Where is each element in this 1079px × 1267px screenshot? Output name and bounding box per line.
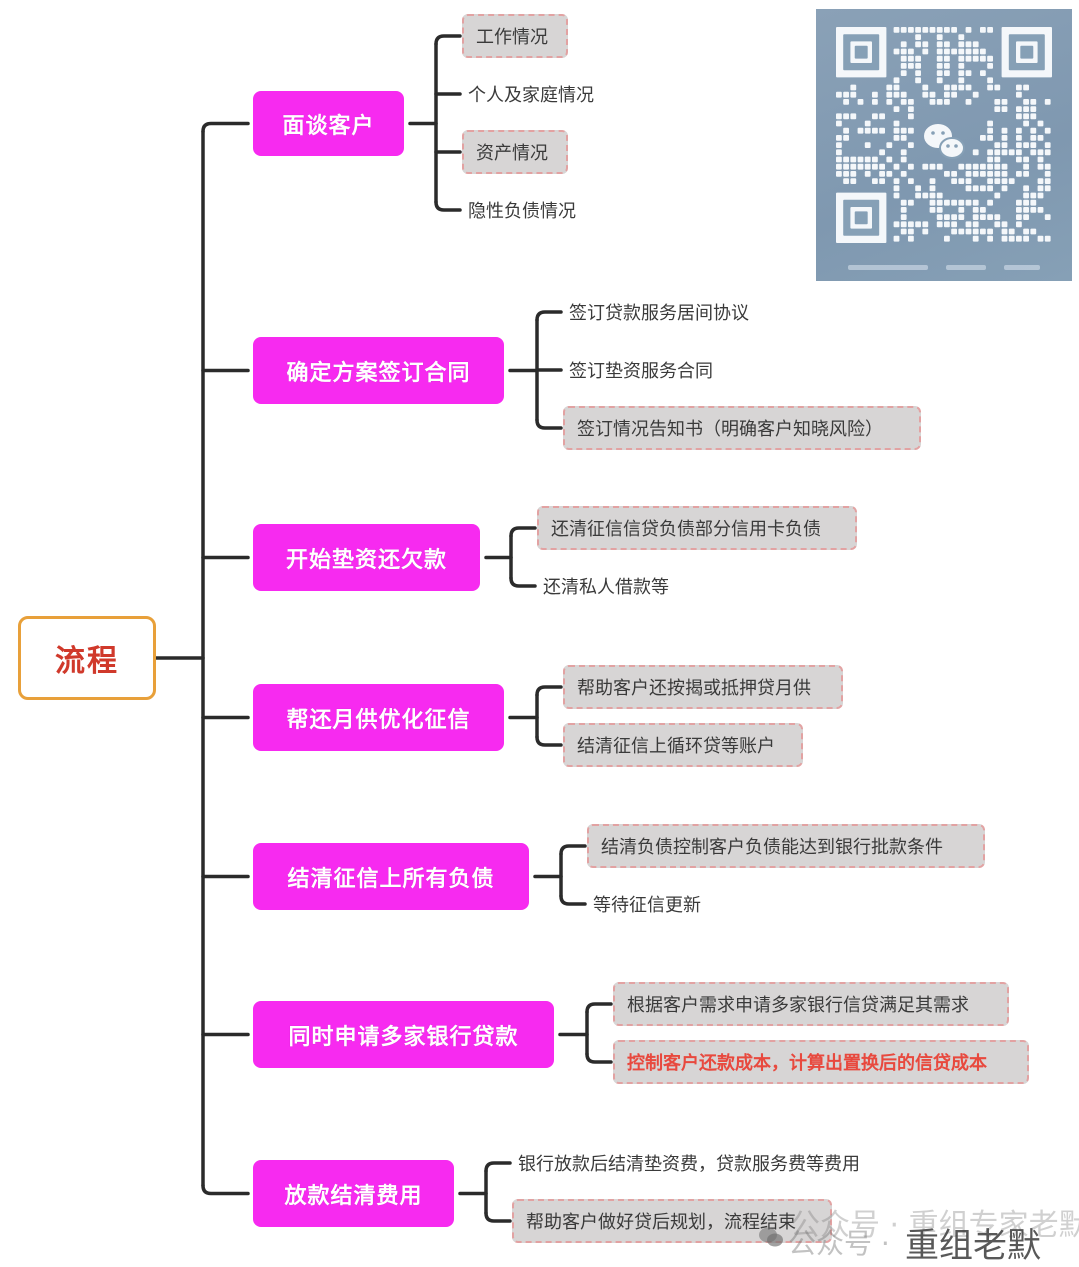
watermark-dark: 重组老默 [905,1226,1041,1266]
root-label: 流程 [55,644,119,679]
root-node: 流程 [18,616,156,700]
branch-node: 同时申请多家银行贷款 [253,1001,554,1068]
leaf-label: 帮助客户做好贷后规划，流程结束 [526,1212,796,1233]
branch-bracket-tick [559,894,587,906]
branch-node: 开始垫资还欠款 [253,524,480,591]
branch-bracket-tick [484,1161,512,1173]
leaf-node: 签订贷款服务居间协议 [563,290,783,334]
leaf-label: 根据客户需求申请多家银行信贷满足其需求 [627,995,969,1016]
leaf-label: 等待征信更新 [593,895,701,916]
leaf-node: 银行放款后结清垫资费，贷款服务费等费用 [512,1141,912,1185]
leaf-node: 隐性负债情况 [462,188,592,232]
branch-node: 结清征信上所有负债 [253,843,529,910]
branch-node: 放款结清费用 [253,1160,454,1227]
branch-bracket-tick [434,200,462,212]
branch-bracket-tick [535,685,563,697]
branch-bracket-tick [509,576,537,588]
leaf-label: 签订情况告知书（明确客户知晓风险） [577,419,883,440]
watermark-prefix: 公众号 · [788,1227,890,1260]
leaf-label: 签订贷款服务居间协议 [569,303,749,324]
leaf-label: 工作情况 [476,27,548,48]
leaf-label: 资产情况 [476,143,548,164]
watermark-light: 公众号 · 重组专家老默 [790,1208,1079,1243]
branch-bracket-tick [434,34,462,46]
trunk-tick [201,1183,250,1196]
branch-label: 面谈客户 [282,113,375,139]
leaf-node: 结清征信上循环贷等账户 [563,723,803,767]
leaf-node: 帮助客户做好贷后规划，流程结束 [512,1199,832,1243]
leaf-label: 控制客户还款成本，计算出置换后的信贷成本 [627,1053,987,1074]
leaf-node: 等待征信更新 [587,882,727,926]
qr-caption [816,265,1072,275]
branch-bracket-tick [484,1211,512,1223]
leaf-label: 签订垫资服务合同 [569,361,713,382]
branch-bracket-tick [585,1002,613,1014]
leaf-label: 结清负债控制客户负债能达到银行批款条件 [601,837,943,858]
leaf-label: 还清征信信贷负债部分信用卡负债 [551,519,821,540]
leaf-node: 还清私人借款等 [537,564,697,608]
branch-label: 开始垫资还欠款 [285,547,447,573]
branch-bracket-tick [585,1052,613,1064]
leaf-node: 根据客户需求申请多家银行信贷满足其需求 [613,982,1009,1026]
branch-label: 同时申请多家银行贷款 [288,1024,519,1050]
leaf-node: 工作情况 [462,14,568,58]
branch-label: 放款结清费用 [284,1183,423,1209]
leaf-label: 银行放款后结清垫资费，贷款服务费等费用 [518,1154,860,1175]
wechat-icon [924,124,965,159]
qr-code-pattern [836,27,1052,243]
leaf-label: 帮助客户还按揭或抵押贷月供 [577,678,811,699]
wechat-icon [759,1227,783,1247]
leaf-node: 个人及家庭情况 [462,72,612,116]
branch-bracket-tick [535,735,563,747]
leaf-node: 还清征信信贷负债部分信用卡负债 [537,506,857,550]
branch-node: 帮还月供优化征信 [253,684,504,751]
branch-label: 确定方案签订合同 [286,360,471,386]
leaf-label: 还清私人借款等 [543,577,669,598]
branch-bracket-tick [559,844,587,856]
leaf-node: 签订垫资服务合同 [563,348,733,392]
leaf-label: 隐性负债情况 [468,201,576,222]
leaf-node-highlighted: 控制客户还款成本，计算出置换后的信贷成本 [613,1040,1029,1084]
leaf-node: 帮助客户还按揭或抵押贷月供 [563,665,843,709]
branch-bracket-tick [535,310,563,322]
trunk-tick [201,121,250,134]
leaf-node: 签订情况告知书（明确客户知晓风险） [563,406,921,450]
qr-code [816,9,1072,281]
leaf-label: 个人及家庭情况 [468,85,594,106]
branch-label: 结清征信上所有负债 [287,866,495,892]
branch-bracket-tick [535,418,563,430]
leaf-node: 资产情况 [462,130,568,174]
branch-node: 面谈客户 [253,91,404,156]
branch-node: 确定方案签订合同 [253,337,504,404]
branch-label: 帮还月供优化征信 [286,707,471,733]
leaf-node: 结清负债控制客户负债能达到银行批款条件 [587,824,985,868]
leaf-label: 结清征信上循环贷等账户 [577,736,775,757]
branch-bracket-tick [509,526,537,538]
